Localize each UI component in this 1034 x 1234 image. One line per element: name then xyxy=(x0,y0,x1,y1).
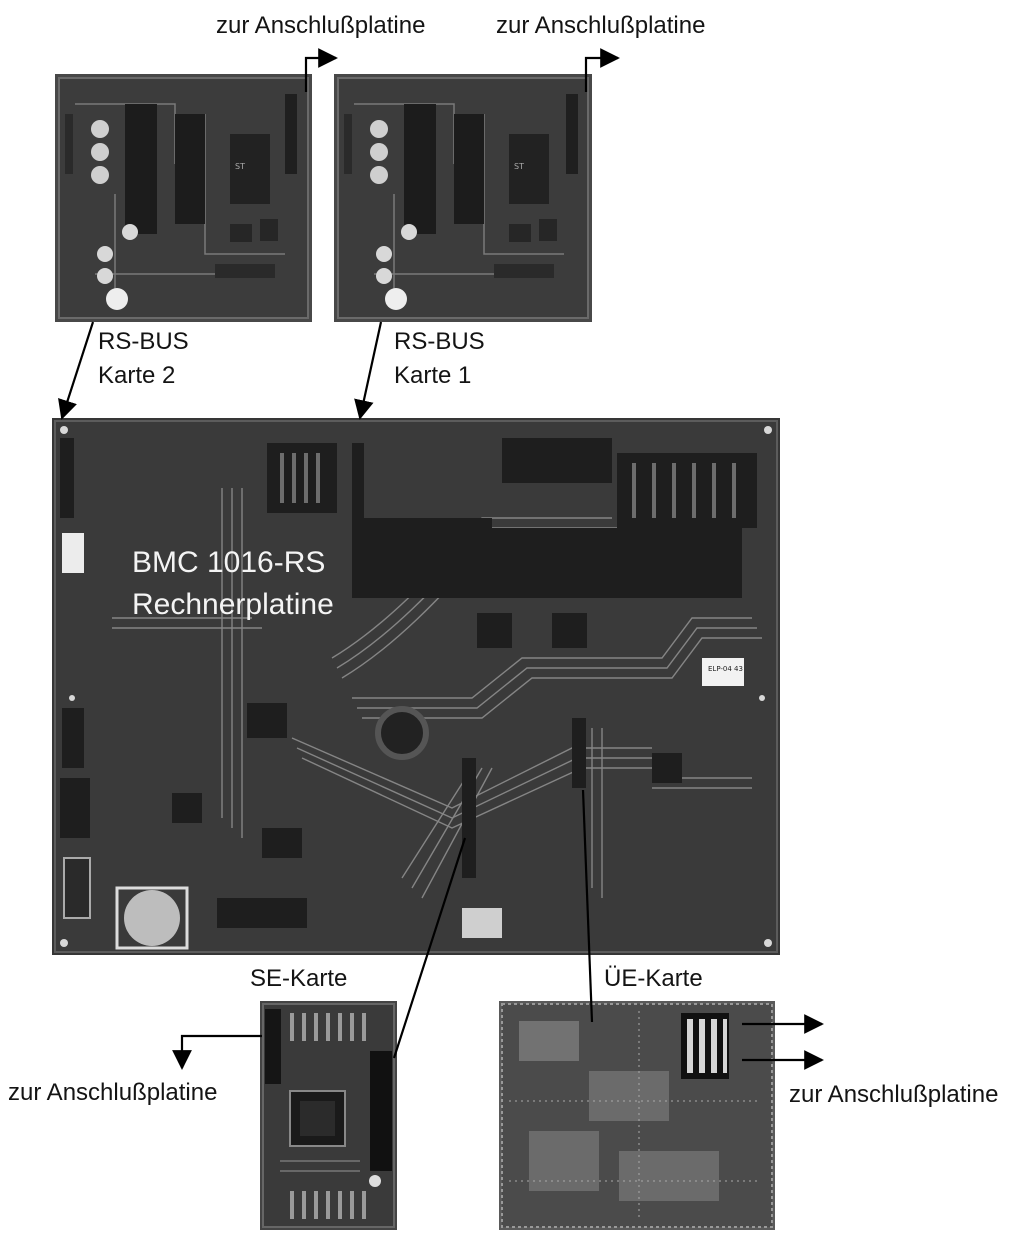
rs-bus-card-1-photo: ST xyxy=(334,74,592,322)
label-se-card: SE-Karte xyxy=(250,965,347,993)
svg-text:ST: ST xyxy=(514,162,524,171)
label-top-left-anschluss: zur Anschlußplatine xyxy=(216,12,425,40)
label-rs-bus-1-line2: Karte 1 xyxy=(394,362,471,390)
main-board-title-line2: Rechnerplatine xyxy=(132,588,334,622)
se-card-photo xyxy=(260,1001,397,1230)
label-bottom-left-anschluss: zur Anschlußplatine xyxy=(8,1079,217,1107)
main-board-title-line1: BMC 1016-RS xyxy=(132,546,325,580)
svg-text:ST: ST xyxy=(235,162,245,171)
rs-bus-card-2-photo: ST xyxy=(55,74,312,322)
label-top-right-anschluss: zur Anschlußplatine xyxy=(496,12,705,40)
arrow-se-to-anschluss xyxy=(182,1036,262,1068)
label-ue-card: ÜE-Karte xyxy=(604,965,703,993)
arrow-karte2-to-mainboard xyxy=(62,322,93,418)
label-rs-bus-1-line1: RS-BUS xyxy=(394,328,485,356)
svg-text:ELP-04 43: ELP-04 43 xyxy=(708,665,743,673)
ue-card-photo xyxy=(499,1001,775,1230)
arrow-karte1-to-mainboard xyxy=(360,322,381,418)
label-bottom-right-anschluss: zur Anschlußplatine xyxy=(789,1081,998,1109)
main-board-photo: ELP-04 43 xyxy=(52,418,780,955)
label-rs-bus-2-line2: Karte 2 xyxy=(98,362,175,390)
label-rs-bus-2-line1: RS-BUS xyxy=(98,328,189,356)
